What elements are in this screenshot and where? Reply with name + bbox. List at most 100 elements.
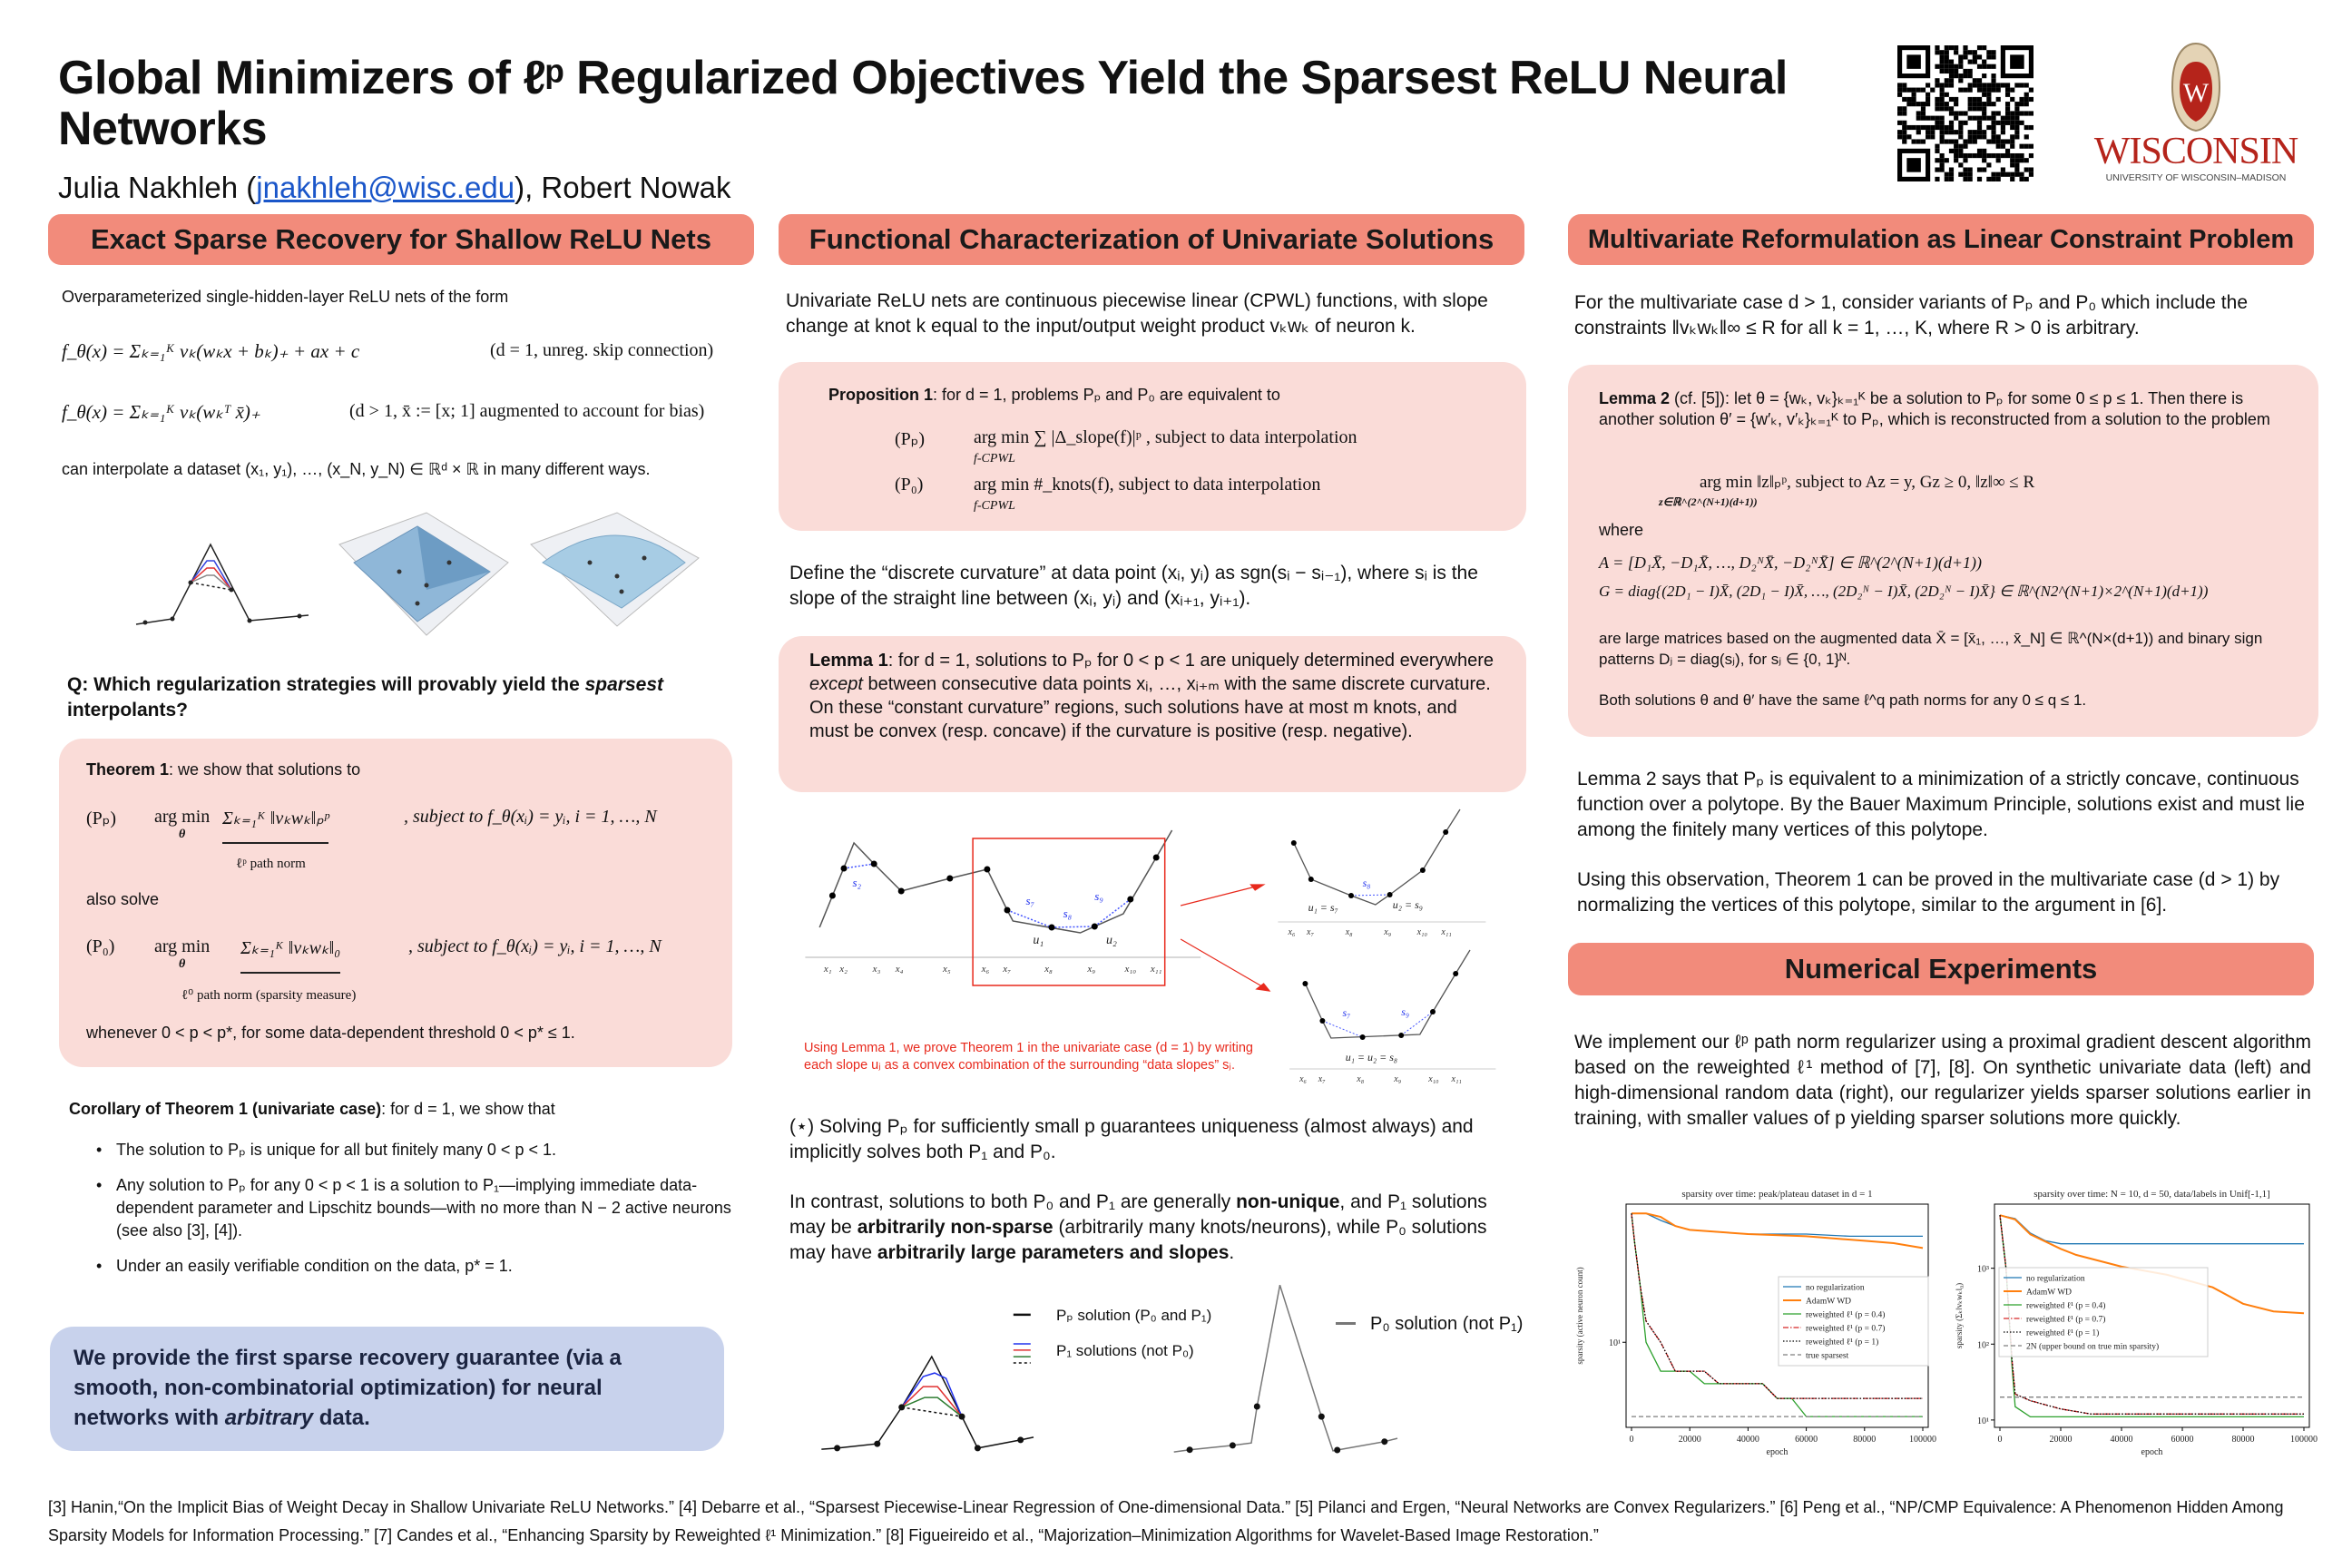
qr-module: [1935, 96, 1940, 103]
series-line: [1999, 1215, 2304, 1415]
x-label: x₉: [1393, 1074, 1401, 1084]
qr-module: [2004, 83, 2011, 88]
x-label: x₄: [895, 964, 904, 975]
qr-module: [1958, 162, 1964, 168]
qr-module: [1939, 158, 1945, 163]
qr-module: [2019, 102, 2024, 107]
corollary-label: Corollary of Theorem 1 (univariate case): [69, 1100, 382, 1118]
qr-module: [2014, 115, 2020, 121]
qr-module: [1930, 87, 1936, 93]
chart-univariate-sparsity: sparsity over time: peak/plateau dataset…: [1575, 1189, 1936, 1457]
qr-module: [2028, 152, 2034, 159]
qr-module: [1991, 134, 1996, 140]
remark-bold: arbitrarily non-sparse: [857, 1217, 1054, 1238]
qr-module: [1939, 162, 1945, 168]
qr-module: [1948, 148, 1955, 153]
qr-module: [2004, 106, 2011, 112]
qr-module: [1902, 83, 1907, 88]
qr-module: [1982, 87, 1987, 93]
knot-slope-label: u₁ = s₇: [1308, 901, 1338, 914]
qr-module: [1948, 96, 1955, 103]
zoom-arrows: [1180, 884, 1271, 992]
x-label: x₁₁: [1451, 1074, 1462, 1084]
p1-solution-line: [901, 1386, 963, 1417]
question-text-end: interpolants?: [67, 700, 189, 720]
qr-module: [1958, 59, 1964, 64]
qr-module: [2024, 92, 2029, 97]
x-tick-label: 0: [1998, 1435, 2003, 1445]
qr-module: [1991, 83, 1996, 88]
qr-module: [2000, 139, 2005, 144]
p1-solution-line: [901, 1406, 963, 1417]
qr-module: [2010, 124, 2015, 131]
qr-module: [1967, 50, 1973, 55]
data-points: [834, 1403, 1388, 1454]
qr-module: [1991, 152, 1996, 159]
qr-module: [1991, 54, 1996, 60]
corollary-item: Any solution to Pₚ for any 0 < p < 1 is …: [96, 1174, 731, 1242]
qr-module: [1982, 92, 1987, 97]
qr-module: [2019, 172, 2024, 177]
qr-finder: [1906, 54, 1921, 69]
x-label: x₁₁: [1150, 964, 1162, 975]
qr-module: [1939, 64, 1945, 69]
qr-module: [1982, 130, 1987, 135]
matrix-g-definition: G = diag{(2D₁ − I)X̄, (2D₁ − I)X̄, …, (2…: [1599, 583, 2209, 600]
email-link[interactable]: jnakhleh@wisc.edu: [256, 171, 515, 204]
qr-module: [1986, 92, 1992, 97]
prop-p0-label: (P₀): [895, 475, 924, 495]
equation-2: f_θ(x) = Σₖ₌₁ᴷ vₖ(wₖᵀ x̄)₊: [62, 401, 261, 423]
qr-module: [1991, 87, 1996, 93]
qr-module: [1995, 139, 2001, 144]
qr-module: [1976, 115, 1983, 121]
qr-module: [2014, 83, 2020, 88]
qr-module: [2004, 148, 2011, 153]
qr-module: [1916, 115, 1921, 121]
qr-module: [1995, 152, 2001, 159]
qr-module: [1958, 78, 1964, 83]
knot-slope-label: u₁ = u₂ = s₈: [1346, 1051, 1397, 1063]
qr-module: [2004, 92, 2011, 97]
qr-module: [1935, 158, 1940, 163]
qr-module: [2004, 111, 2011, 116]
qr-module: [2010, 111, 2015, 116]
qr-module: [1954, 111, 1959, 116]
lemma-1-box: Lemma 1: for d = 1, solutions to Pₚ for …: [779, 636, 1526, 792]
prop-pp-label: (Pₚ): [895, 429, 926, 449]
qr-module: [2010, 134, 2015, 140]
qr-module: [2000, 172, 2005, 177]
qr-module: [2010, 139, 2015, 144]
lemma-optimization-subscript: z∈ℝ^(2^(N+1)(d+1)): [1659, 495, 1758, 508]
qr-module: [1991, 115, 1996, 121]
qr-module: [1944, 124, 1949, 131]
qr-module: [2019, 120, 2024, 125]
qr-finder: [1906, 158, 1921, 172]
qr-module: [1906, 124, 1912, 131]
qr-module: [2014, 152, 2020, 159]
qr-module: [1958, 130, 1964, 135]
section-header-multivariate: Multivariate Reformulation as Linear Con…: [1568, 214, 2314, 265]
p0-objective: Σₖ₌₁ᴷ ‖vₖwₖ‖₀: [240, 936, 341, 974]
qr-module: [2004, 87, 2011, 93]
qr-module: [1954, 115, 1959, 121]
qr-module: [1954, 74, 1959, 79]
qr-module: [1986, 162, 1992, 168]
x-axis-label: epoch: [2141, 1447, 2163, 1457]
qr-module: [2000, 167, 2005, 172]
x-label: x₈: [1345, 927, 1353, 937]
qr-module: [1972, 54, 1977, 60]
qr-module: [2010, 152, 2015, 159]
summary-emphasis: arbitrary: [224, 1406, 314, 1430]
qr-module: [1982, 59, 1987, 64]
qr-module: [2000, 124, 2005, 131]
qr-module: [1944, 45, 1949, 51]
qr-module: [1948, 106, 1955, 112]
legend-p1-solutions: P₁ solutions (not P₀): [1056, 1342, 1194, 1359]
convex-combination-diagram: s₂ s₇ s₈ s₉ u₁ u₂ x₁ x₂ x₃ x₄ x₅ x₆ x₇ x…: [805, 808, 1496, 1084]
case-one-knot: [1289, 949, 1496, 1070]
qr-module: [1948, 59, 1955, 64]
slope-label: s₇: [1343, 1006, 1351, 1019]
qr-code[interactable]: [1897, 45, 2034, 181]
qr-module: [2024, 96, 2029, 103]
qr-module: [2004, 172, 2011, 177]
